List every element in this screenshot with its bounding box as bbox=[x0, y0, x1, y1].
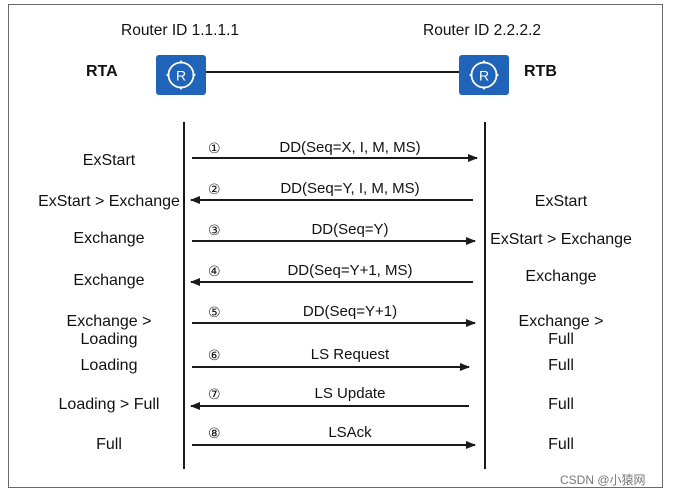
msg-number: ⑧ bbox=[208, 425, 221, 441]
rtb-state: Full bbox=[548, 357, 574, 374]
rtb-timeline bbox=[484, 122, 486, 469]
rtb-state: ExStart bbox=[534, 193, 588, 210]
rtb-router-id: Router ID 2.2.2.2 bbox=[423, 22, 542, 39]
rta-name: RTA bbox=[86, 63, 118, 80]
rtb-state: Full bbox=[548, 396, 574, 413]
rtb-state: Exchange bbox=[525, 268, 597, 285]
rtb-state: Full bbox=[548, 436, 574, 453]
msg-label: DD(Seq=Y+1) bbox=[302, 303, 398, 320]
rtb-icon-letter: R bbox=[479, 68, 489, 84]
msg-label: DD(Seq=X, I, M, MS) bbox=[279, 139, 421, 156]
msg-number: ④ bbox=[208, 263, 221, 279]
router-link-line bbox=[206, 71, 459, 73]
msg-label: LSAck bbox=[328, 424, 372, 441]
rta-state: Exchange bbox=[73, 230, 145, 247]
rta-router-id: Router ID 1.1.1.1 bbox=[121, 22, 240, 39]
msg-label: LS Update bbox=[314, 385, 386, 402]
msg-number: ⑤ bbox=[208, 304, 221, 320]
msg-label: DD(Seq=Y, I, M, MS) bbox=[280, 180, 420, 197]
rta-state: ExStart bbox=[82, 152, 136, 169]
rta-state: Full bbox=[96, 436, 122, 453]
rta-state: Exchange > bbox=[66, 313, 152, 330]
msg-number: ⑥ bbox=[208, 347, 221, 363]
rtb-name: RTB bbox=[524, 63, 557, 80]
msg-label: LS Request bbox=[310, 346, 390, 363]
msg-label: DD(Seq=Y) bbox=[311, 221, 389, 238]
rtb-state: Exchange > bbox=[518, 313, 604, 330]
rta-state: Exchange bbox=[73, 272, 145, 289]
rta-state: ExStart > Exchange bbox=[38, 193, 180, 210]
rta-state: Loading bbox=[80, 331, 138, 348]
rtb-state: ExStart > Exchange bbox=[490, 231, 632, 248]
diagram-frame bbox=[8, 4, 663, 488]
msg-number: ③ bbox=[208, 222, 221, 238]
watermark: CSDN @小猿网 bbox=[560, 473, 646, 487]
rta-timeline bbox=[183, 122, 185, 469]
msg-number: ⑦ bbox=[208, 386, 221, 402]
msg-number: ① bbox=[208, 140, 221, 156]
msg-label: DD(Seq=Y+1, MS) bbox=[287, 262, 413, 279]
rta-state: Loading > Full bbox=[58, 396, 160, 413]
rta-icon-letter: R bbox=[176, 68, 186, 84]
rta-state: Loading bbox=[80, 357, 138, 374]
rta-router-icon: R bbox=[156, 55, 206, 95]
rtb-router-icon: R bbox=[459, 55, 509, 95]
rtb-state: Full bbox=[548, 331, 574, 348]
msg-number: ② bbox=[208, 181, 221, 197]
